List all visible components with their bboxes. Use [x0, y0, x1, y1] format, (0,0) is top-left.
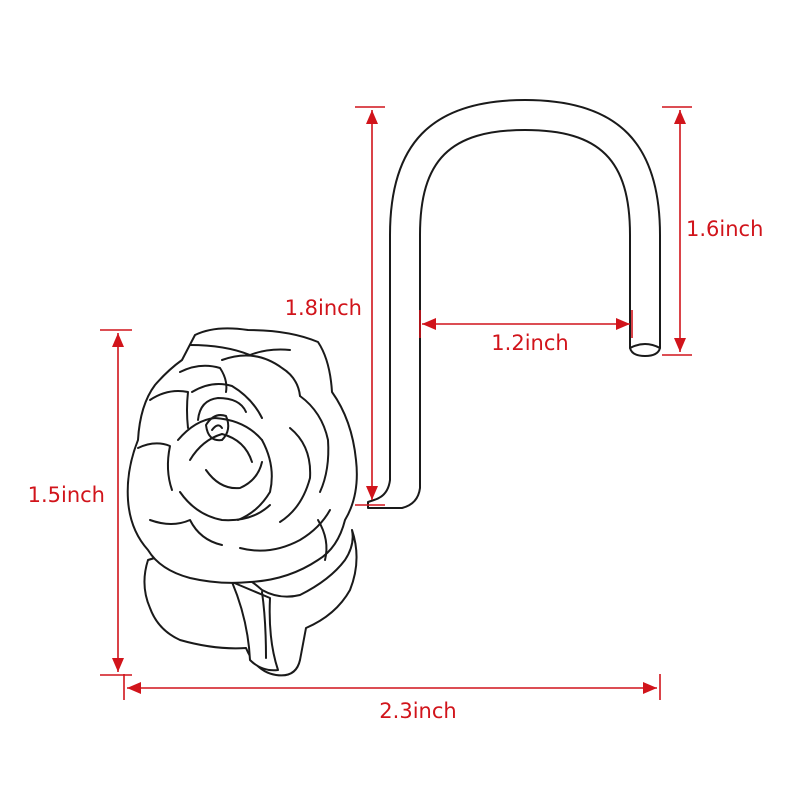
s-hook	[367, 99, 661, 509]
label-total-height: 1.8inch	[285, 296, 362, 320]
dim-total-width: 2.3inch	[123, 674, 661, 723]
label-hook-height: 1.6inch	[686, 217, 763, 241]
dim-hook-width: 1.2inch	[419, 310, 633, 355]
dim-hook-height: 1.6inch	[662, 106, 763, 356]
hook-wire-outer	[367, 99, 661, 509]
label-rose-height: 1.5inch	[28, 483, 105, 507]
dim-rose-height: 1.5inch	[28, 329, 132, 676]
label-hook-width: 1.2inch	[491, 331, 568, 355]
rose-head	[126, 327, 358, 584]
hook-end-cap	[629, 343, 661, 349]
dim-total-height: 1.8inch	[285, 106, 385, 506]
label-total-width: 2.3inch	[379, 699, 456, 723]
rose-ornament	[126, 327, 358, 677]
